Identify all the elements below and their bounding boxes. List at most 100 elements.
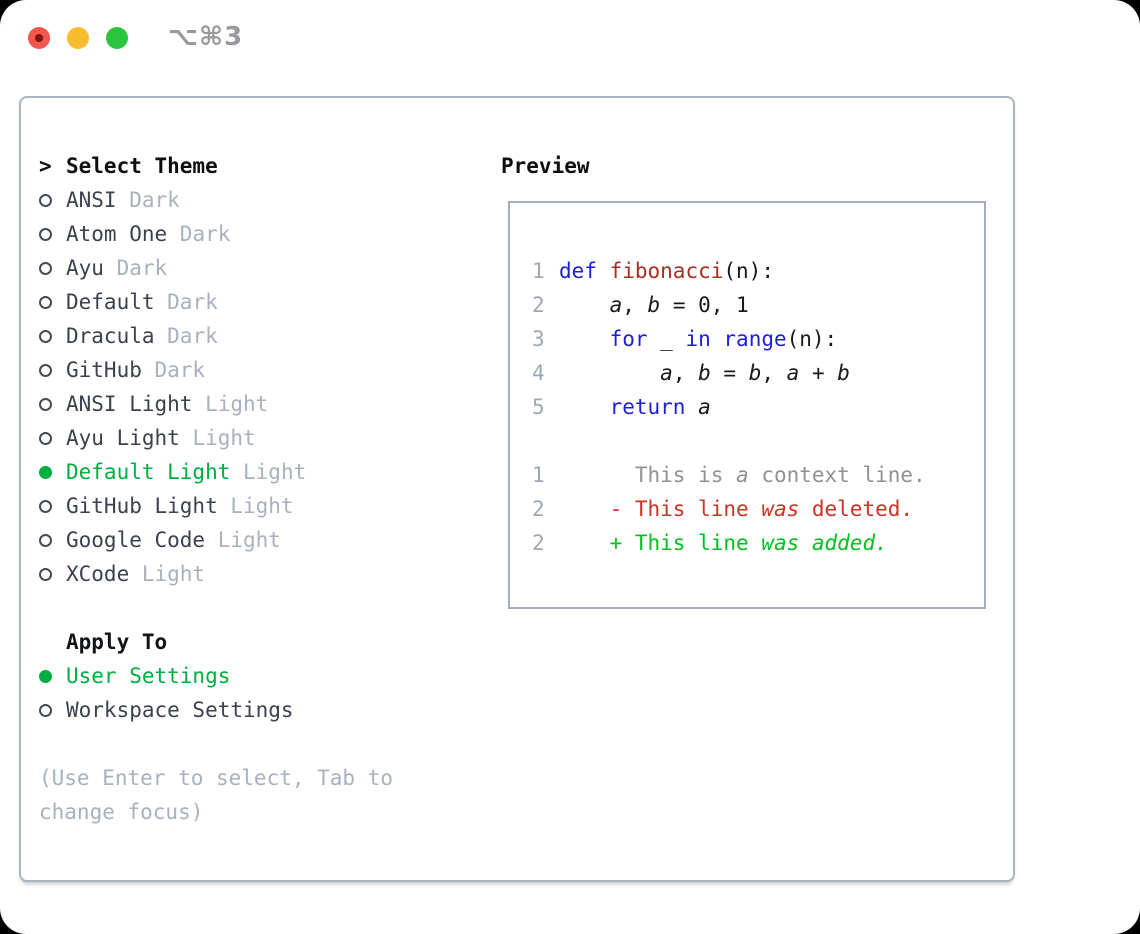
code-token: def [559, 259, 597, 283]
radio-selected-icon [39, 670, 52, 683]
code-token: = 0, 1 [660, 293, 749, 317]
close-dot-icon [35, 34, 43, 42]
theme-name: GitHub Light [66, 494, 218, 518]
theme-option[interactable]: ANSI Light Light [39, 387, 479, 421]
radio-gutter [39, 698, 53, 722]
theme-option[interactable]: Dracula Dark [39, 319, 479, 353]
theme-option[interactable]: Atom One Dark [39, 217, 479, 251]
code-token: for [609, 327, 648, 351]
code-token: _ [647, 327, 686, 351]
theme-option[interactable]: Ayu Dark [39, 251, 479, 285]
line-number: 5 [532, 395, 545, 419]
theme-option[interactable]: XCode Light [39, 557, 479, 591]
radio-icon [39, 364, 52, 377]
apply-option[interactable]: Workspace Settings [39, 693, 479, 727]
theme-name: XCode [66, 562, 130, 586]
line-number: 2 [532, 497, 545, 521]
theme-variant: Dark [154, 324, 218, 348]
radio-icon [39, 432, 52, 445]
line-text: This is a context line. [559, 463, 926, 487]
line-number: 4 [532, 361, 545, 385]
radio-gutter [39, 324, 53, 348]
code-token: was [761, 497, 800, 521]
theme-option[interactable]: Ayu Light Light [39, 421, 479, 455]
code-token: , [622, 293, 648, 317]
radio-icon [39, 262, 52, 275]
code-token: a [660, 361, 673, 385]
code-token [685, 395, 698, 419]
code-token: in [685, 327, 711, 351]
radio-gutter [39, 460, 53, 484]
line-number: 2 [532, 531, 545, 555]
titlebar: ⌥⌘3 [0, 0, 1140, 76]
line-text: a, b = 0, 1 [559, 293, 749, 317]
radio-gutter [39, 188, 53, 212]
line-text: + This line was added. [559, 531, 888, 555]
code-token: a [609, 293, 623, 317]
code-token: - This line [559, 497, 762, 521]
code-token: context line. [748, 463, 926, 487]
code-token: (n): [786, 327, 838, 351]
theme-name: Google Code [66, 528, 206, 552]
theme-variant: Dark [154, 290, 218, 314]
radio-icon [39, 534, 52, 547]
code-token [559, 293, 610, 317]
code-token: deleted. [799, 497, 914, 521]
radio-icon [39, 296, 52, 309]
maximize-button[interactable] [106, 27, 128, 49]
code-token: a [736, 463, 749, 487]
radio-icon [39, 330, 52, 343]
spacer [39, 591, 479, 625]
theme-option[interactable]: Default Light Light [39, 455, 479, 489]
code-token: b [647, 293, 661, 317]
theme-name: Ayu [66, 256, 104, 280]
code-token: , [672, 361, 699, 385]
theme-name: Ayu Light [66, 426, 180, 450]
apply-option[interactable]: User Settings [39, 659, 479, 693]
theme-option[interactable]: ANSI Dark [39, 183, 479, 217]
theme-variant: Light [230, 460, 307, 484]
theme-variant: Light [205, 528, 281, 552]
focus-caret-icon: > [39, 154, 52, 178]
line-number: 3 [532, 327, 545, 351]
radio-gutter [39, 358, 53, 382]
theme-name: Default [66, 290, 155, 314]
theme-variant: Dark [167, 222, 231, 246]
line-text: a, b = b, a + b [559, 361, 850, 385]
line-text: for _ in range(n): [559, 327, 838, 351]
radio-gutter [39, 392, 53, 416]
radio-icon [39, 704, 52, 717]
code-token [559, 327, 610, 351]
code-token: a [786, 361, 800, 385]
theme-option[interactable]: GitHub Light Light [39, 489, 479, 523]
theme-option[interactable]: GitHub Dark [39, 353, 479, 387]
radio-icon [39, 568, 52, 581]
theme-variant: Dark [103, 256, 168, 280]
code-token: + This line [559, 531, 762, 555]
theme-name: Default Light [66, 460, 231, 484]
close-button[interactable] [28, 27, 50, 49]
preview-title: Preview [501, 154, 590, 178]
apply-option-label: Workspace Settings [66, 698, 294, 722]
theme-option[interactable]: Default Dark [39, 285, 479, 319]
code-token [711, 327, 724, 351]
theme-variant: Dark [116, 188, 180, 212]
select-theme-title: Select Theme [66, 154, 218, 178]
radio-selected-icon [39, 466, 52, 479]
code-token: a [698, 395, 711, 419]
theme-variant: Light [192, 392, 269, 416]
line-number: 1 [532, 463, 545, 487]
code-token: was added. [761, 531, 888, 555]
theme-option[interactable]: Google Code Light [39, 523, 479, 557]
theme-variant: Light [129, 562, 206, 586]
code-token [559, 395, 610, 419]
minimize-button[interactable] [67, 27, 89, 49]
radio-gutter [39, 426, 53, 450]
code-token: return [609, 395, 686, 419]
